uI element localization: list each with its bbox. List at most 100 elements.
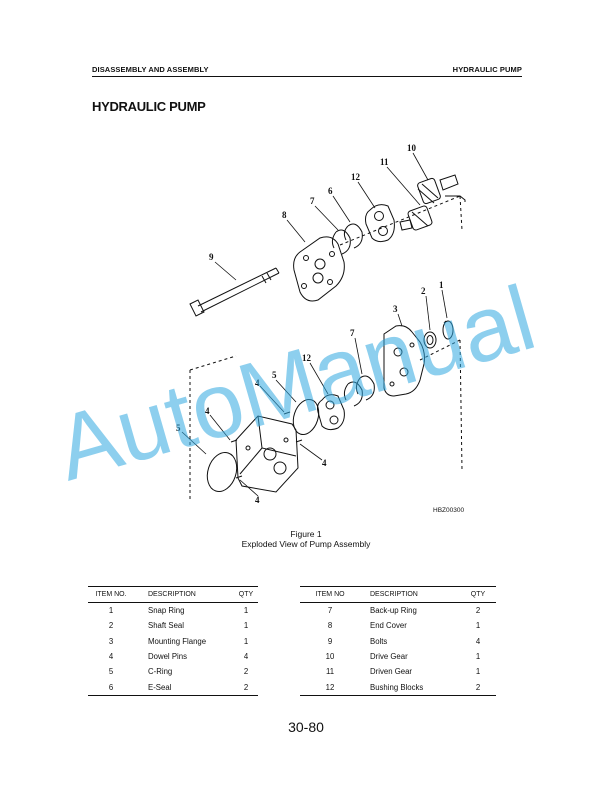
header-section: DISASSEMBLY AND ASSEMBLY: [92, 65, 209, 74]
callout-8: 8: [282, 210, 287, 220]
snap-ring-part: [442, 320, 454, 340]
column-header-description: DESCRIPTION: [360, 586, 460, 603]
callout-leaders: [181, 152, 448, 497]
page-number: 30-80: [288, 719, 324, 735]
qty: 2: [234, 679, 258, 696]
column-header-description: DESCRIPTION: [134, 586, 234, 603]
item-no: 12: [300, 679, 360, 696]
callout-7-bottom: 7: [350, 328, 355, 338]
bushing-block-top: [365, 204, 395, 243]
description: Drive Gear: [370, 652, 408, 662]
dowel-pins-part: [230, 411, 303, 479]
item-no: 1: [108, 606, 114, 616]
item-no: 10: [325, 652, 335, 662]
item-no: 7: [327, 606, 333, 616]
table-row: 2 Shaft Seal 1: [88, 618, 258, 633]
qty: 2: [243, 667, 249, 677]
item-no: 11: [325, 667, 335, 677]
callout-9: 9: [209, 252, 214, 262]
table-row: 9 Bolts 4: [300, 634, 496, 649]
callout-10: 10: [407, 143, 417, 153]
qty: 2: [475, 606, 481, 616]
description: C-Ring: [148, 667, 173, 677]
seal-rings-bottom: [343, 375, 375, 407]
callout-3: 3: [393, 304, 398, 314]
qty: 1: [243, 636, 249, 646]
item-no: 4: [108, 652, 114, 662]
description: End Cover: [370, 621, 407, 631]
c-ring-upper-part: [292, 398, 320, 436]
column-header-qty: QTY: [460, 586, 496, 603]
table-row: 8 End Cover 1: [300, 618, 496, 633]
item-no: 2: [108, 621, 114, 631]
qty: 1: [475, 652, 481, 662]
description: Mounting Flange: [148, 636, 207, 646]
description: Shaft Seal: [148, 621, 184, 631]
qty: 2: [460, 679, 496, 696]
description: Bushing Blocks: [360, 679, 460, 696]
column-header-qty: QTY: [234, 586, 258, 603]
mounting-flange-part: [383, 325, 425, 397]
page-title: HYDRAULIC PUMP: [92, 99, 206, 114]
description: Snap Ring: [148, 606, 185, 616]
callout-4-upper: 4: [255, 378, 260, 388]
table-row: 1 Snap Ring 1: [88, 603, 258, 619]
bolt-part: [189, 267, 280, 317]
item-no: 5: [108, 667, 114, 677]
description: Dowel Pins: [148, 652, 187, 662]
callout-1: 1: [439, 280, 444, 290]
callout-4-right: 4: [322, 458, 327, 468]
callout-12-bottom: 12: [302, 353, 312, 363]
pump-housing-part: [235, 415, 299, 493]
qty: 4: [475, 636, 481, 646]
item-no: 6: [88, 679, 134, 696]
drive-gear-part: [417, 174, 466, 205]
description: Back-up Ring: [370, 606, 417, 616]
callout-5-upper: 5: [272, 370, 277, 380]
header-topic: HYDRAULIC PUMP: [452, 65, 522, 74]
seal-rings-top: [331, 223, 363, 255]
table-header-row: ITEM NO DESCRIPTION QTY: [300, 586, 496, 603]
parts-table-right: ITEM NO DESCRIPTION QTY 7 Back-up Ring 2 8…: [300, 586, 496, 696]
callout-4-left: 4: [205, 406, 210, 416]
qty: 4: [243, 652, 249, 662]
description: E-Seal: [134, 679, 234, 696]
callout-2: 2: [421, 286, 426, 296]
end-cover-part: [293, 236, 345, 302]
table-row: 10 Drive Gear 1: [300, 649, 496, 664]
figure-caption-number: Figure 1: [290, 529, 322, 539]
figure-caption-text: Exploded View of Pump Assembly: [241, 539, 371, 549]
table-row: 5 C-Ring 2: [88, 664, 258, 679]
driven-gear-part: [399, 205, 433, 231]
item-no: 8: [327, 621, 333, 631]
table-row: 4 Dowel Pins 4: [88, 649, 258, 664]
callout-7-top: 7: [310, 196, 315, 206]
description: Bolts: [370, 636, 388, 646]
callout-4-bottom: 4: [255, 495, 260, 505]
table-row: 3 Mounting Flange 1: [88, 634, 258, 649]
description: Driven Gear: [370, 667, 413, 677]
item-no: 3: [108, 636, 114, 646]
table-row: 11 Driven Gear 1: [300, 664, 496, 679]
page-header: DISASSEMBLY AND ASSEMBLY HYDRAULIC PUMP: [92, 64, 522, 77]
figure-code: HBZ00300: [433, 507, 464, 514]
callout-5-lower: 5: [176, 423, 181, 433]
bushing-block-bottom: [317, 394, 345, 431]
c-ring-lower-part: [206, 451, 238, 493]
item-no: 9: [327, 636, 333, 646]
parts-table-left: ITEM NO. DESCRIPTION QTY 1 Snap Ring 1 2 Sh…: [88, 586, 258, 696]
column-header-item: ITEM NO.: [88, 586, 134, 603]
qty: 1: [475, 667, 481, 677]
qty: 1: [243, 606, 249, 616]
table-row: 7 Back-up Ring 2: [300, 603, 496, 619]
shaft-seal-part: [423, 331, 437, 349]
table-header-row: ITEM NO. DESCRIPTION QTY: [88, 586, 258, 603]
callout-6: 6: [328, 186, 333, 196]
qty: 1: [475, 621, 481, 631]
callout-12-top: 12: [351, 172, 361, 182]
qty: 1: [243, 621, 249, 631]
column-header-item: ITEM NO: [300, 586, 360, 603]
